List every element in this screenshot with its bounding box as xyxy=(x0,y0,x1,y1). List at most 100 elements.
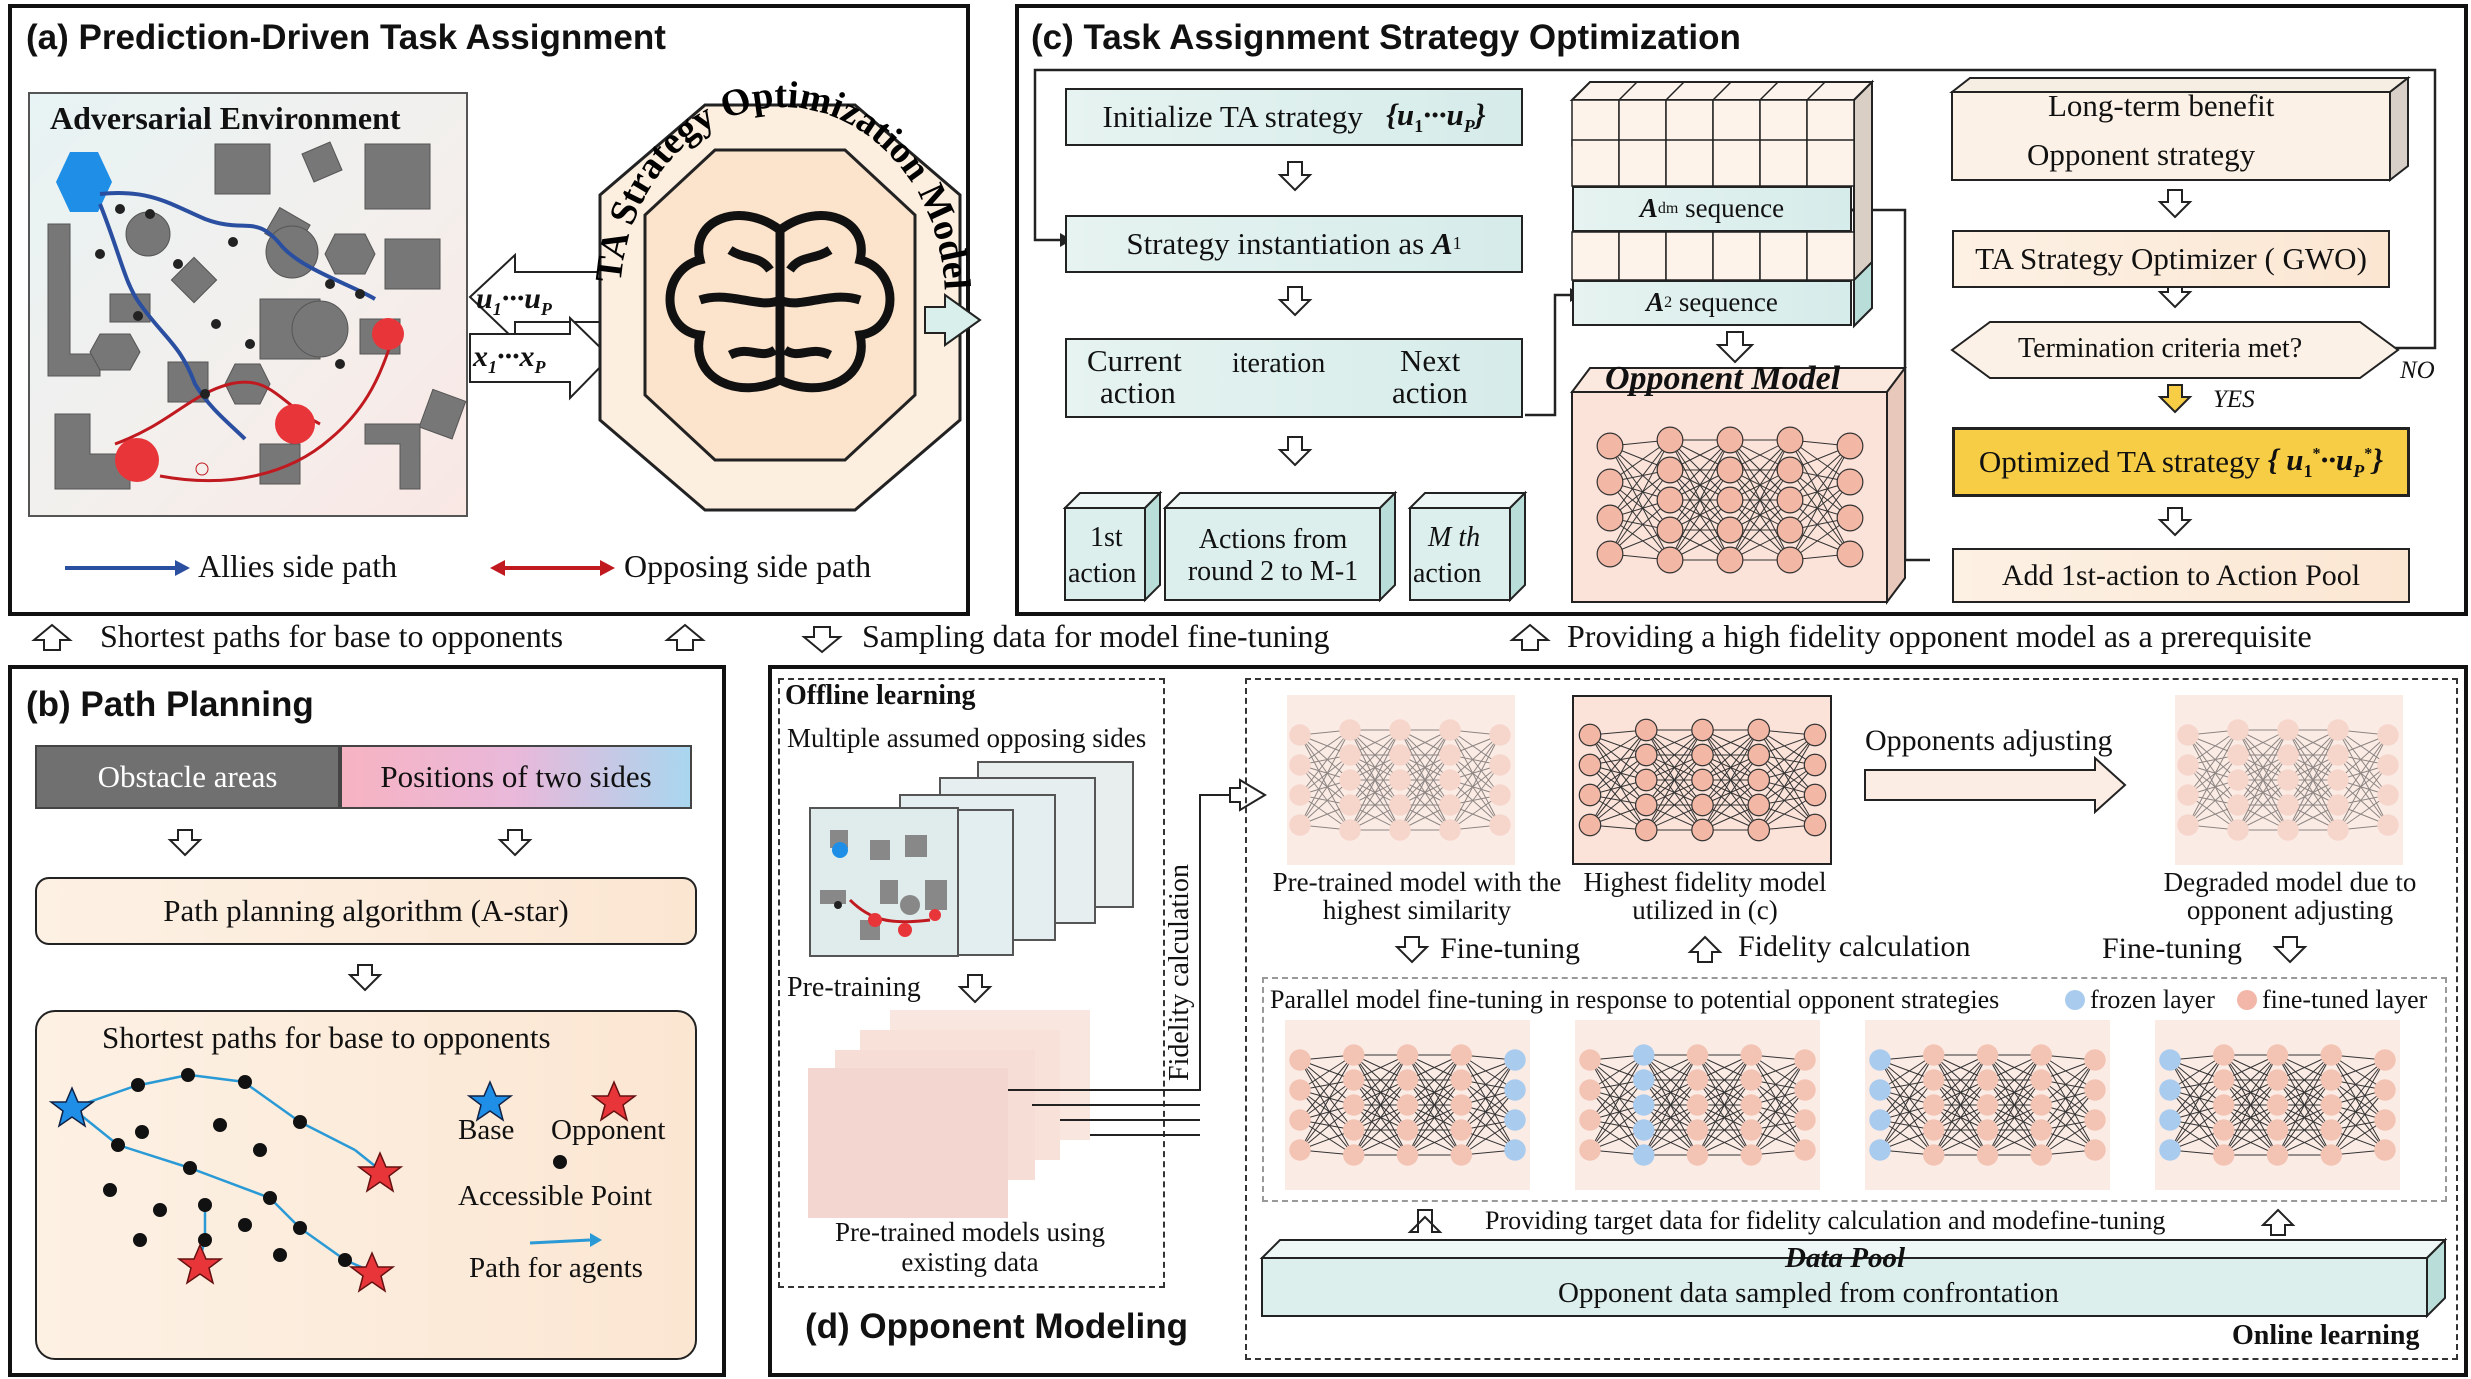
positions-two-sides: Positions of two sides xyxy=(340,745,692,809)
nn-node xyxy=(1740,1094,1762,1116)
nn-node xyxy=(1596,504,1624,532)
nn-node xyxy=(1389,744,1411,766)
nn-node xyxy=(1339,794,1361,816)
nn-node xyxy=(1289,1139,1311,1161)
nn-node xyxy=(2374,1079,2396,1101)
nn-node xyxy=(2213,1044,2235,1066)
add-label: Add 1st-action to Action Pool xyxy=(2001,559,2361,592)
nn-node xyxy=(1869,1049,1891,1071)
nn-node xyxy=(1596,468,1624,496)
nn-node xyxy=(1716,486,1744,514)
nn-node xyxy=(2266,1069,2289,1091)
nn-node xyxy=(1489,754,1511,776)
nn-node xyxy=(1439,744,1461,766)
environment-map xyxy=(47,141,467,490)
legend-opposing: Opposing side path xyxy=(624,548,872,584)
nn-node xyxy=(2277,744,2299,766)
nn-node xyxy=(1343,1119,1365,1141)
long-term-label: Long-term benefit xyxy=(2048,88,2275,123)
nn-node xyxy=(1686,1069,1709,1091)
nn-node xyxy=(2213,1144,2235,1166)
nn-node xyxy=(1747,793,1771,817)
current-label: Current xyxy=(1087,343,1182,378)
nn-node xyxy=(1976,1094,1999,1116)
nn-node xyxy=(1776,516,1804,544)
a2-label: sequence xyxy=(1678,287,1778,318)
nn-node xyxy=(2227,769,2249,791)
obstacle-areas: Obstacle areas xyxy=(35,745,340,809)
nn-node xyxy=(1450,1069,1472,1091)
nn-node xyxy=(1656,486,1684,514)
nn-node xyxy=(1740,1144,1762,1166)
nn-node xyxy=(1740,1069,1762,1091)
termination-label: Termination criteria met? xyxy=(2018,333,2303,364)
nn-node xyxy=(1716,546,1744,574)
highest-label: Highest fidelity model utilized in (c) xyxy=(1583,867,1827,926)
nn-node xyxy=(1836,540,1864,568)
nn-node xyxy=(2030,1044,2052,1066)
nn-node xyxy=(1634,743,1658,767)
nn-node xyxy=(1656,456,1684,484)
nn-node xyxy=(2030,1144,2052,1166)
nn-node xyxy=(1747,768,1771,792)
mth-action-label: action xyxy=(1413,558,1482,589)
nn-node xyxy=(1923,1044,1945,1066)
iteration-box xyxy=(1065,338,1523,418)
nn-node xyxy=(2227,794,2249,816)
nn-node xyxy=(2159,1109,2181,1131)
offline-box xyxy=(778,678,1165,1288)
nn-node xyxy=(2177,724,2199,746)
nn-node xyxy=(1634,768,1658,792)
nn-node xyxy=(1489,724,1511,746)
nn-node xyxy=(1869,1109,1891,1131)
nn-node xyxy=(1634,818,1658,842)
nn-node xyxy=(1634,793,1658,817)
nn-node xyxy=(1633,1044,1655,1066)
nn-node xyxy=(1976,1069,1999,1091)
nn-node xyxy=(2374,1049,2396,1071)
nn-node xyxy=(1803,753,1827,777)
nn-node xyxy=(1439,769,1461,791)
nn-node xyxy=(1289,1109,1311,1131)
nn-node xyxy=(2374,1139,2396,1161)
nn-node xyxy=(1504,1109,1526,1131)
providing-label: Providing target data for fidelity calcu… xyxy=(1485,1206,2166,1235)
nn-node xyxy=(1504,1079,1526,1101)
opponent-model-title: Opponent Model xyxy=(1605,360,1841,397)
nn-node xyxy=(1923,1094,1945,1116)
nn-node xyxy=(1656,426,1684,454)
nn-node xyxy=(1396,1044,1419,1066)
adm-label: sequence xyxy=(1685,193,1785,224)
nn-node xyxy=(2266,1094,2289,1116)
nn-node xyxy=(2377,754,2399,776)
nn-node xyxy=(1596,540,1624,568)
nn-node xyxy=(1389,769,1411,791)
nn-node xyxy=(1869,1079,1891,1101)
nn-node xyxy=(2327,819,2349,841)
nn-node xyxy=(2213,1069,2235,1091)
init-strategy-box: Initialize TA strategy {u1···uP} xyxy=(1065,88,1523,146)
nn-node xyxy=(2377,784,2399,806)
opp-strategy-label: Opponent strategy xyxy=(2027,137,2256,172)
nn-node xyxy=(1343,1144,1365,1166)
nn-node xyxy=(1389,819,1411,841)
nn-node xyxy=(1976,1144,1999,1166)
nn-node xyxy=(1716,516,1744,544)
nn-node xyxy=(2177,814,2199,836)
no-label: NO xyxy=(2400,357,2435,384)
nn-node xyxy=(1339,744,1361,766)
panel-d-title: (d) Opponent Modeling xyxy=(805,1307,1188,1346)
nn-node xyxy=(1396,1094,1419,1116)
nn-node xyxy=(1396,1069,1419,1091)
nn-node xyxy=(2177,784,2199,806)
legend-path: Path for agents xyxy=(469,1252,643,1284)
optimized-strategy-box: Optimized TA strategy { u1*··uP*} xyxy=(1952,427,2410,497)
between-cd-2-text: Providing a high fidelity opponent model… xyxy=(1567,618,2312,654)
nn-node xyxy=(2084,1109,2106,1131)
